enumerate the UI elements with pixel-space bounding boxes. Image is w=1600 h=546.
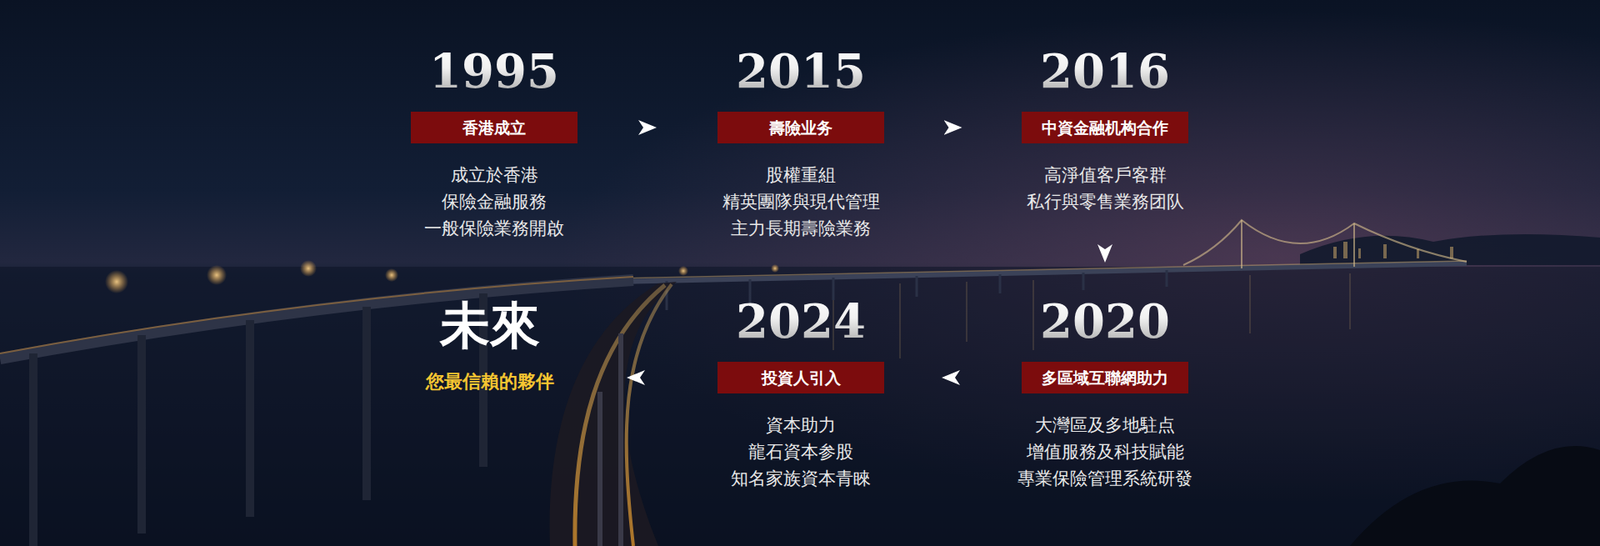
year-heading: 2016 — [1021, 41, 1189, 100]
future-heading: 未來 — [425, 295, 555, 355]
milestone-tag: 投資人引入 — [717, 361, 885, 394]
timeline-node: 1995 香港成立成立於香港 保險金融服務 一般保險業務開啟 — [410, 41, 578, 242]
milestone-description: 大灣區及多地駐点 增值服務及科技賦能 專業保險管理系統研發 — [1017, 411, 1193, 492]
timeline-node: 2016 中資金融机构合作高淨值客戶客群 私行與零售業務团队 — [1021, 41, 1189, 215]
milestone-tag: 香港成立 — [410, 111, 578, 144]
milestone-description: 資本助力 龍石資本参股 知名家族資本青睞 — [730, 411, 871, 492]
milestone-description: 高淨值客戶客群 私行與零售業務团队 — [1026, 161, 1185, 215]
year-heading: 2024 — [717, 291, 885, 350]
milestone-tag: 中資金融机构合作 — [1021, 111, 1189, 144]
future-node: 未來您最信賴的夥伴 — [425, 295, 555, 395]
timeline-node: 2024 投資人引入資本助力 龍石資本参股 知名家族資本青睞 — [717, 291, 885, 492]
timeline-arrow — [887, 377, 1015, 379]
milestone-description: 股權重組 精英團隊與現代管理 主力長期壽險業務 — [722, 161, 880, 242]
timeline-node: 2015 壽險业务股權重組 精英團隊與現代管理 主力長期壽險業務 — [717, 41, 885, 242]
timeline-arrow — [1105, 218, 1106, 289]
timeline-arrow — [580, 127, 715, 129]
year-heading: 2015 — [717, 41, 885, 100]
timeline-arrow — [557, 377, 715, 379]
milestone-tag: 多區域互聯網助力 — [1021, 361, 1189, 394]
timeline-node: 2020 多區域互聯網助力大灣區及多地駐点 增值服務及科技賦能 專業保險管理系統研… — [1017, 291, 1193, 492]
year-heading: 2020 — [1017, 291, 1193, 350]
timeline-arrow — [887, 127, 1019, 129]
year-heading: 1995 — [410, 41, 578, 100]
milestone-description: 成立於香港 保險金融服務 一般保險業務開啟 — [424, 161, 565, 242]
milestone-tag: 壽險业务 — [717, 111, 885, 144]
future-slogan: 您最信賴的夥伴 — [425, 369, 555, 395]
